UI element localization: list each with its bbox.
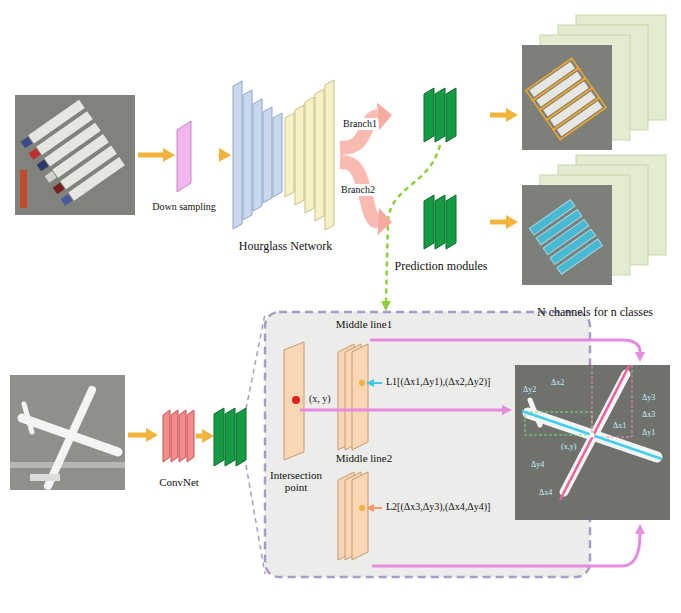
detection-box: [553, 98, 606, 140]
node-label: Hourglass Network: [239, 240, 332, 254]
prediction-layer: [236, 408, 246, 466]
output-channels: N channels for n classes: [518, 10, 672, 320]
middle-line: [560, 365, 632, 500]
feature-map: [352, 472, 368, 560]
node-label: Down sampling: [152, 201, 216, 213]
hourglass-layer: [243, 90, 252, 220]
line-point: [359, 505, 365, 511]
hourglass-layer: [273, 113, 282, 197]
detection-output: [522, 45, 612, 150]
zoom-line: [246, 314, 265, 409]
branch-label: Branch1: [342, 118, 378, 130]
node-label: Prediction modules: [395, 260, 488, 274]
hourglass-layer: [315, 89, 324, 221]
flow-arrow: [128, 433, 146, 438]
flow-arrow: [196, 434, 202, 439]
node-label: Middle line1: [336, 318, 393, 331]
offset-label: Δy3: [641, 393, 656, 402]
ground-vehicle: [30, 474, 60, 481]
offset-label: Δx3: [641, 410, 656, 419]
hourglass-layer: [295, 105, 304, 205]
prediction-layer: [446, 195, 456, 249]
downsampling-layer: [177, 121, 191, 192]
prediction-layer: [225, 408, 235, 466]
annotation-label: (x, y): [308, 393, 332, 405]
flow-arrow: [138, 153, 163, 158]
intersection-dot: [590, 433, 595, 438]
prediction-layer: [424, 88, 434, 142]
detection-output: [522, 185, 612, 285]
truck-trailer: [20, 170, 27, 208]
node-label: Middle line2: [336, 452, 393, 465]
truck-trailer: [557, 101, 603, 136]
truck-cab: [29, 148, 41, 160]
airplane-wing: [48, 390, 92, 486]
flow-arrow: [490, 113, 506, 118]
prediction-module: Prediction modules: [392, 85, 490, 274]
intersection-map: Intersection point: [264, 338, 328, 494]
convnet-layer: [179, 410, 186, 462]
offset-label: Δx1: [612, 421, 627, 430]
convnet-layer: [163, 410, 170, 462]
prediction-layer: [446, 88, 456, 142]
feature-map: [284, 342, 304, 460]
hourglass-layer: [263, 107, 272, 203]
line-point: [359, 380, 365, 386]
downsampling-block: Down sampling: [149, 115, 219, 212]
annotation-label: L1[(Δx1,Δy1),(Δx2,Δy2)]: [385, 376, 491, 388]
aerial-photo: [15, 95, 135, 215]
detection-box: [557, 239, 603, 274]
hourglass-network: Hourglass Network: [231, 76, 340, 254]
zoom-line: [246, 465, 265, 574]
offset-label: (x,y): [560, 442, 577, 451]
node-label: N channels for n classes: [537, 306, 653, 320]
prediction-layer: [424, 195, 434, 249]
result-arrow: [300, 409, 502, 412]
offset-label: Δx2: [550, 378, 565, 387]
zoom-arrow: [386, 145, 440, 301]
aerial-photo: [10, 375, 125, 490]
feature-map: [352, 344, 368, 450]
middle-line: [522, 411, 662, 459]
prediction-layer: [435, 195, 445, 249]
branch-label: Branch2: [340, 184, 376, 196]
truck-cab: [61, 194, 73, 206]
offset-label: Δy1: [641, 428, 656, 437]
convnet-layer: [187, 410, 194, 462]
pointer-arrow: [374, 507, 382, 509]
branch-arrow: [340, 162, 378, 221]
node-label: ConvNet: [159, 476, 199, 489]
convnet-layer: [171, 410, 178, 462]
flow-arrow: [216, 153, 221, 158]
truck-cab: [21, 137, 33, 149]
airplane-tail: [24, 404, 32, 432]
annotation-label: L2[(Δx3,Δy3),(Δx4,Δy4)]: [385, 501, 491, 513]
hourglass-layer: [285, 113, 294, 197]
prediction-layer: [435, 88, 445, 142]
truck-cab: [45, 171, 57, 183]
hourglass-layer: [305, 97, 314, 213]
truck-cab: [37, 160, 49, 172]
result-arrow: [372, 534, 640, 566]
convnet-block: ConvNet: [152, 405, 206, 489]
branch-arrow: [340, 116, 378, 148]
hourglass-layer: [233, 81, 242, 229]
intersection-dot: [292, 396, 300, 404]
prediction-layer: [214, 408, 224, 466]
offset-label: Δy2: [522, 385, 537, 394]
hourglass-layer: [325, 80, 334, 230]
truck-trailer: [68, 157, 125, 201]
hourglass-layer: [253, 99, 262, 211]
result-arrow: [370, 340, 640, 352]
offset-label: Δy4: [530, 460, 545, 469]
apron-stripe: [10, 462, 125, 468]
flow-arrow: [490, 220, 506, 225]
truck-cab: [53, 183, 65, 195]
offset-label: Δx4: [538, 488, 553, 497]
pointer-arrow: [374, 382, 382, 384]
node-label: Intersection point: [264, 469, 328, 494]
